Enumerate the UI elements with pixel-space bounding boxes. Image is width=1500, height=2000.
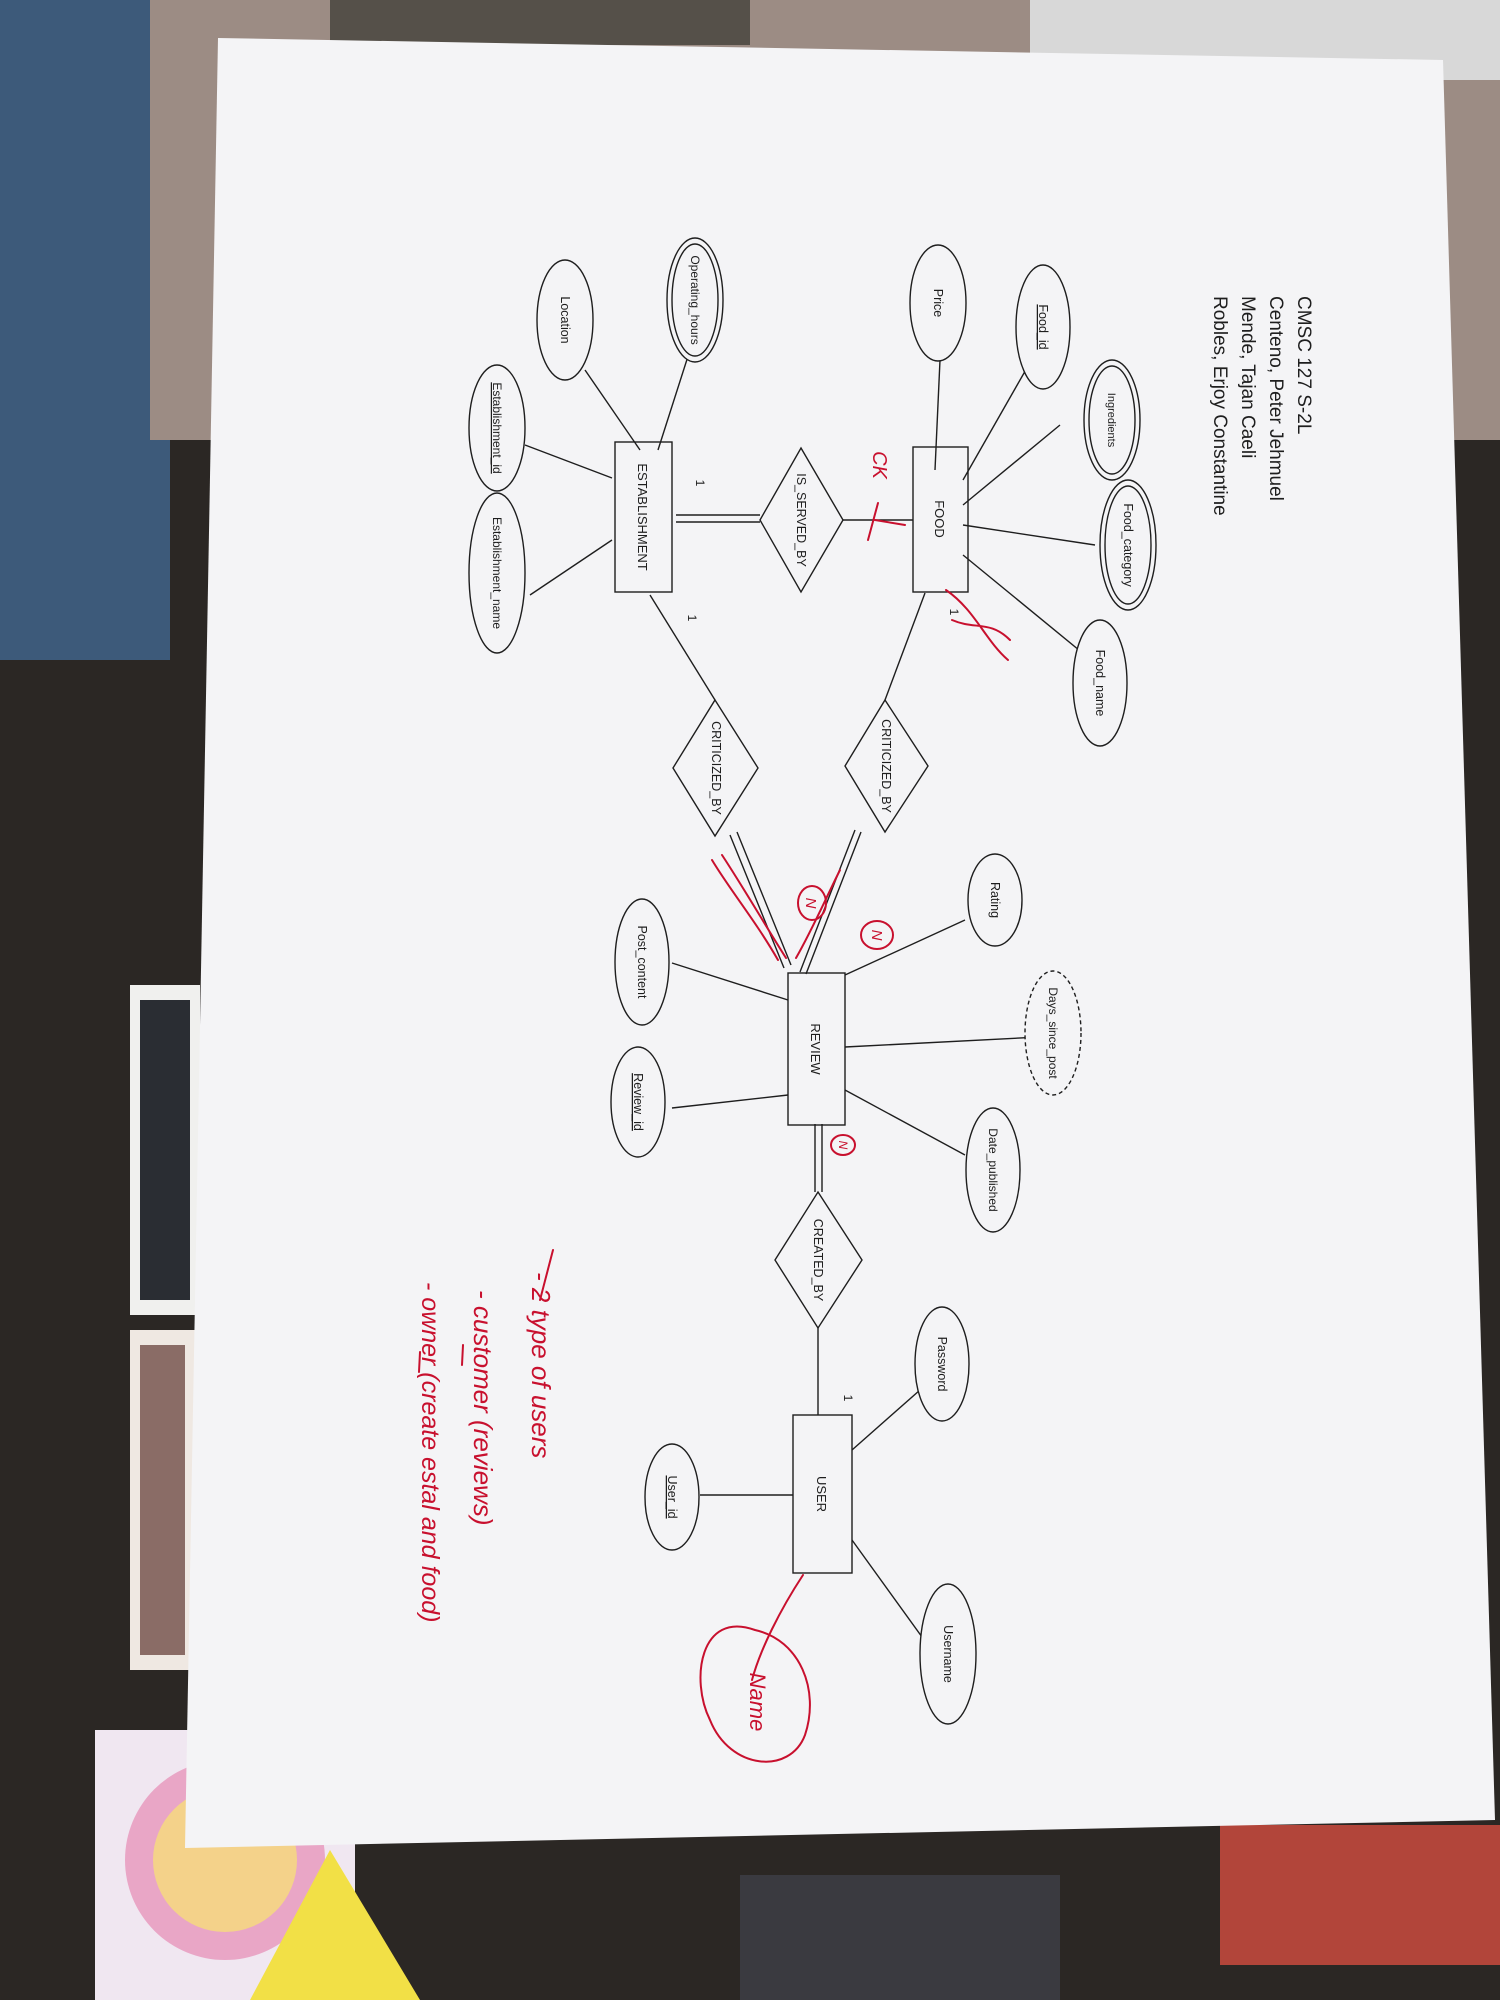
relationship-created-by	[774, 1190, 863, 1330]
member-name: Mende, Tajan Caeli	[1237, 296, 1258, 458]
attribute-rating	[967, 853, 1023, 947]
attribute-location-label: Location	[558, 296, 572, 343]
red-pen-marks	[418, 502, 1011, 1763]
entity-user	[792, 1414, 853, 1574]
note-line: - customer (reviews)	[468, 1290, 498, 1525]
attribute-days-since-post	[1024, 970, 1082, 1096]
attribute-password	[914, 1306, 970, 1422]
attribute-rating-label: Rating	[988, 882, 1002, 918]
relationship-created-by-label: CREATED_BY	[811, 1219, 825, 1302]
attribute-price-label: Price	[931, 289, 945, 318]
attribute-user-id	[644, 1443, 700, 1551]
annotation-n: N	[868, 930, 885, 941]
header-block: CMSC 127 S-2L Centeno, Peter Jehmuel Men…	[1209, 296, 1314, 516]
relationship-is-served-by	[759, 446, 844, 594]
attribute-location	[536, 259, 594, 381]
attribute-post-content	[614, 898, 670, 1026]
relationship-criticized-by-food-label: CRITICIZED_BY	[879, 719, 893, 813]
attribute-food-name	[1072, 619, 1128, 747]
attribute-establishment-id	[468, 364, 526, 492]
cardinality-label: 1	[947, 609, 961, 616]
attribute-establishment-name	[468, 492, 526, 654]
attribute-food-id	[1015, 264, 1071, 390]
attribute-review-id	[610, 1046, 666, 1158]
attribute-ingredients-label: Ingredients	[1105, 393, 1117, 448]
entity-food-label: FOOD	[932, 500, 947, 538]
attribute-operating-hours-inner	[671, 243, 719, 357]
annotation-name: Name	[745, 1673, 770, 1732]
polaroid-bottom	[740, 1875, 1060, 2000]
attribute-post-content-label: Post_content	[635, 926, 649, 999]
entity-review	[787, 972, 846, 1126]
attribute-food-name-label: Food_name	[1093, 650, 1107, 717]
cardinality-label: 1	[841, 1395, 855, 1402]
entity-establishment-label: ESTABLISHMENT	[635, 463, 650, 570]
attribute-review-id-label: Review_id	[631, 1073, 645, 1131]
note-line: - 2 type of users	[526, 1272, 556, 1458]
attribute-username	[919, 1583, 977, 1725]
attribute-days-since-post-label: Days_since_post	[1046, 987, 1060, 1079]
cardinality-label: 1	[685, 615, 699, 622]
annotation-n: N	[802, 898, 819, 909]
annotation-n: N	[836, 1141, 850, 1150]
polaroid-left-image	[140, 1000, 190, 1300]
connector-lines	[524, 344, 1096, 1656]
handwritten-note: - 2 type of users - customer (reviews) -…	[416, 1272, 556, 1622]
entity-establishment	[614, 441, 673, 593]
relationship-criticized-by-food	[844, 698, 929, 834]
attribute-date-published-label: Date_published	[986, 1128, 1000, 1211]
attribute-food-id-label: Food_id	[1036, 304, 1050, 349]
attribute-establishment-name-label: Establishment_name	[490, 517, 504, 629]
background-photo	[330, 0, 750, 45]
denim-fabric	[0, 0, 170, 660]
polaroid-left-lower-image	[140, 1345, 185, 1655]
entity-user-label: USER	[814, 1476, 829, 1512]
relationship-criticized-by-establishment-label: CRITICIZED_BY	[709, 721, 723, 815]
paper-sheet	[185, 38, 1495, 1848]
annotation-ck: CK	[868, 451, 890, 480]
member-name: Centeno, Peter Jehmuel	[1265, 296, 1286, 501]
attribute-ingredients-inner	[1088, 365, 1136, 475]
entity-review-label: REVIEW	[808, 1023, 823, 1075]
attribute-user-id-label: User_id	[665, 1475, 679, 1518]
attribute-date-published	[965, 1107, 1021, 1233]
member-name: Robles, Erjoy Constantine	[1209, 296, 1230, 516]
attribute-food-category-inner	[1104, 485, 1152, 605]
attribute-password-label: Password	[935, 1337, 949, 1392]
attribute-username-label: Username	[941, 1625, 955, 1683]
attribute-operating-hours-label: Operating_hours	[688, 255, 702, 344]
entity-food	[912, 446, 969, 593]
yellow-paper	[250, 1850, 420, 2000]
attribute-establishment-id-label: Establishment_id	[490, 382, 504, 473]
note-line: - owner (create estal and food)	[416, 1282, 444, 1622]
cardinality-label: 1	[693, 480, 707, 487]
relationship-criticized-by-establishment	[672, 698, 759, 838]
attribute-food-category-label: Food_category	[1121, 503, 1135, 587]
relationship-is-served-by-label: IS_SERVED_BY	[794, 473, 808, 567]
red-print	[1220, 1825, 1500, 1965]
attribute-price	[909, 244, 967, 362]
course-code: CMSC 127 S-2L	[1293, 296, 1314, 434]
